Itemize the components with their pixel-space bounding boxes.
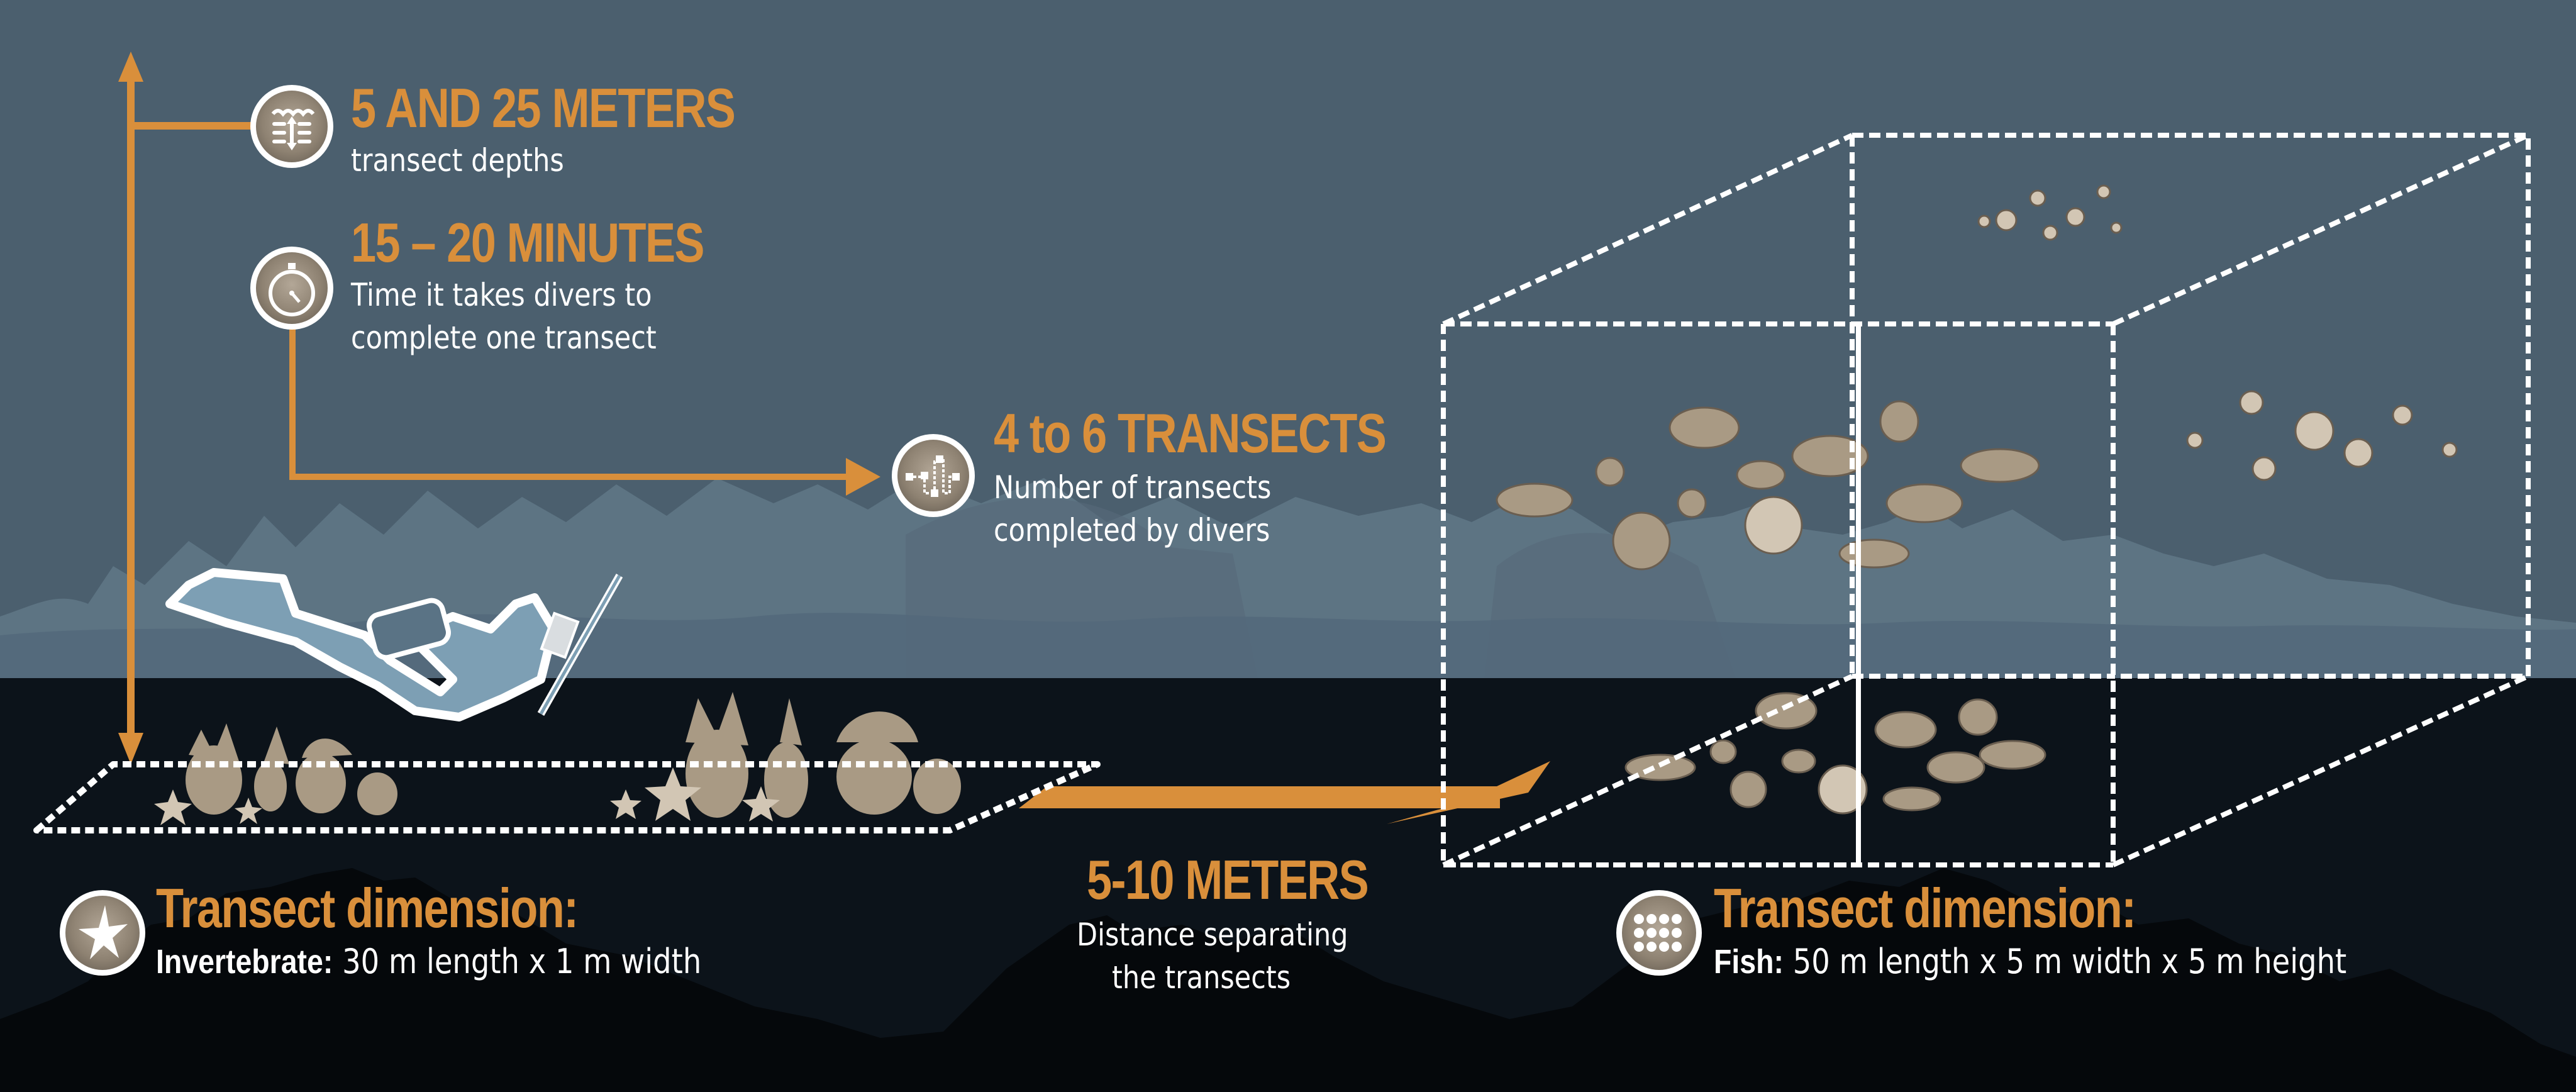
fish-dimension-title: Transect dimension: xyxy=(1714,877,2136,939)
fish-school-icon xyxy=(1616,890,1702,976)
count-headline: 4 to 6 TRANSECTS xyxy=(994,402,1387,464)
fish-school-floor xyxy=(1624,692,2046,815)
transect-path-icon xyxy=(892,434,975,517)
arrow-up-icon xyxy=(118,52,143,82)
fish-value: 50 m length x 5 m width x 5 m height xyxy=(1792,942,2347,981)
depths-caption: transect depths xyxy=(351,142,564,179)
duration-headline: 15 – 20 MINUTES xyxy=(351,211,705,274)
fish-school xyxy=(1496,400,2040,571)
separation-headline: 5-10 METERS xyxy=(1087,849,1369,911)
depth-gauge-icon xyxy=(250,85,333,168)
starfish-icon xyxy=(60,890,145,976)
duration-caption-line1: Time it takes divers to xyxy=(351,277,652,313)
invertebrate-dimension-line: Invertebrate: 30 m length x 1 m width xyxy=(156,939,701,985)
separation-caption-line1: Distance separating xyxy=(1077,916,1348,953)
small-fish-top xyxy=(1977,184,2123,241)
arrow-down-icon xyxy=(118,733,143,764)
count-caption-line1: Number of transects xyxy=(994,469,1272,506)
small-fish-right xyxy=(2186,390,2458,481)
fish-dimension-line: Fish: 50 m length x 5 m width x 5 m heig… xyxy=(1714,939,2346,985)
invertebrate-label: Invertebrate: xyxy=(156,943,333,981)
coral-cluster-right xyxy=(686,692,961,818)
fish-label: Fish: xyxy=(1714,943,1784,981)
duration-caption-line2: complete one transect xyxy=(351,320,657,356)
invertebrate-value: 30 m length x 1 m width xyxy=(342,942,702,981)
depths-headline: 5 AND 25 METERS xyxy=(351,77,736,139)
invertebrate-dimension-title: Transect dimension: xyxy=(156,877,579,939)
separation-caption-line2: the transects xyxy=(1112,959,1291,996)
count-caption-line2: completed by divers xyxy=(994,512,1270,549)
stopwatch-icon xyxy=(250,247,333,330)
starfish-left xyxy=(154,789,262,825)
arrow-right-icon xyxy=(846,458,880,496)
starfish-right xyxy=(610,767,780,822)
